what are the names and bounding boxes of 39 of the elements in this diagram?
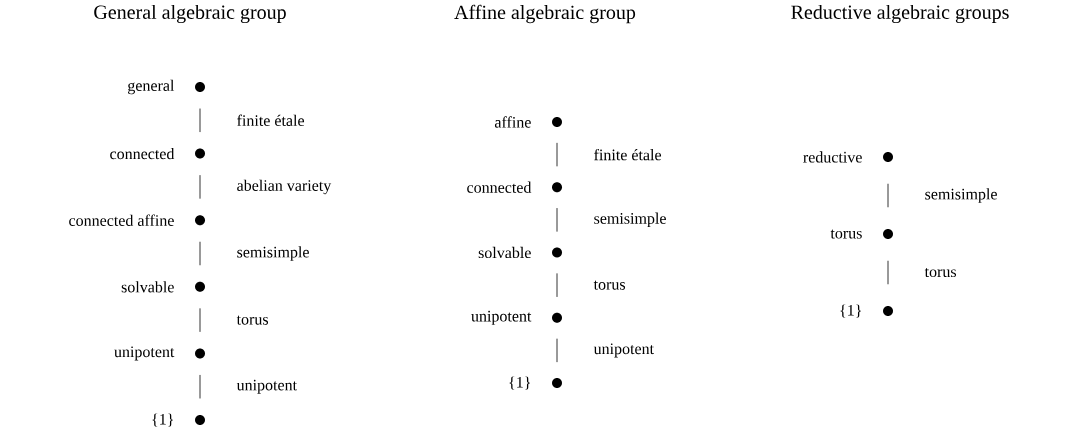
edge-label: semisimple	[594, 212, 666, 228]
column-title: General algebraic group	[94, 4, 286, 24]
connector-line	[556, 207, 558, 233]
connector-line	[887, 260, 889, 285]
connector-line	[199, 108, 201, 133]
column-title: Reductive algebraic groups	[791, 4, 1009, 24]
node-label: affine	[494, 116, 531, 128]
node-label: unipotent	[114, 346, 175, 361]
node-label: connected	[110, 147, 175, 160]
node-label: unipotent	[471, 310, 532, 325]
node-label: connected affine	[69, 214, 174, 226]
edge-label: finite étale	[594, 148, 662, 161]
node-label: connected	[467, 181, 532, 193]
node-label: solvable	[121, 281, 174, 293]
connector-line	[556, 142, 558, 167]
node-label: {1}	[152, 413, 173, 427]
connector-line	[199, 174, 201, 200]
connector-line	[556, 272, 558, 298]
node-label: reductive	[803, 151, 862, 163]
edge-label: semisimple	[237, 246, 309, 261]
node-label: general	[128, 79, 175, 95]
node-label: torus	[830, 229, 862, 239]
edge-label: abelian variety	[237, 179, 332, 195]
connector-line	[887, 183, 889, 208]
node-label: solvable	[478, 246, 531, 259]
edge-label: torus	[924, 267, 957, 278]
connector-line	[199, 374, 201, 399]
edge-label: finite étale	[237, 114, 305, 126]
column-title: Affine algebraic group	[454, 4, 636, 24]
connector-line	[199, 241, 201, 266]
connector-line	[199, 307, 201, 333]
edge-label: torus	[236, 315, 269, 325]
connector-line	[556, 338, 558, 363]
edge-label: semisimple	[925, 188, 997, 203]
edge-label: torus	[593, 280, 626, 290]
edge-label: unipotent	[593, 343, 654, 358]
node-label: {1}	[840, 304, 861, 318]
node-label: {1}	[509, 376, 530, 390]
edge-label: unipotent	[236, 379, 297, 394]
